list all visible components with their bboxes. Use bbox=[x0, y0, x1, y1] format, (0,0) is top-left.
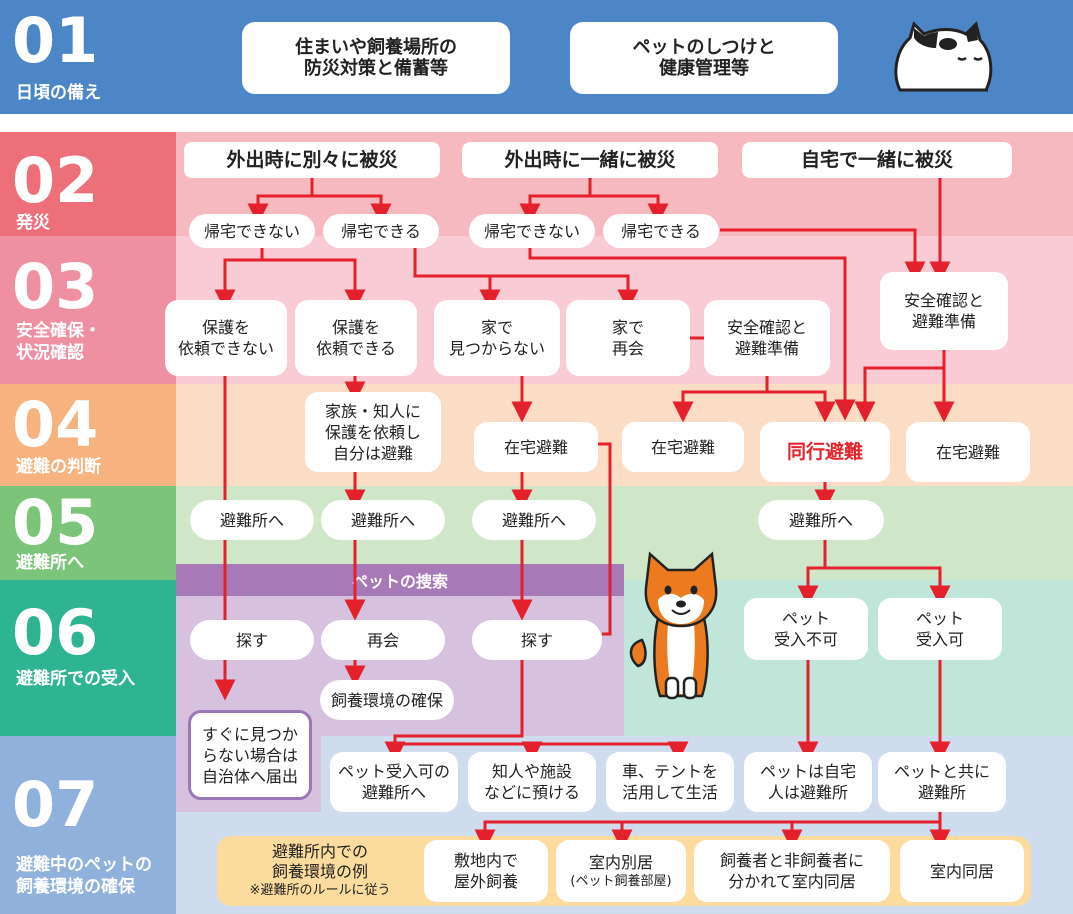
with-pet-shelter-box: ペットと共に 避難所 bbox=[878, 752, 1006, 812]
separate-room-label: 室内別居 bbox=[588, 852, 653, 872]
stage-number: 06 bbox=[12, 596, 99, 669]
search-band-title: ペットの捜索 bbox=[176, 564, 624, 596]
stage-number: 03 bbox=[12, 250, 99, 323]
scenario-together-out: 外出時に一緒に被災 bbox=[462, 142, 718, 178]
disaster-prep-box: 住まいや飼養場所の 防災対策と備蓄等 bbox=[242, 22, 510, 94]
stage-title: 避難の判断 bbox=[16, 457, 101, 477]
car-tent-box: 車、テントを 活用して生活 bbox=[606, 752, 734, 812]
to-shelter-box: 避難所へ bbox=[190, 500, 314, 540]
stage-number: 02 bbox=[12, 144, 99, 217]
stage-02-label: 02 発災 bbox=[0, 132, 176, 236]
shiba-dog-illustration bbox=[629, 551, 718, 700]
pet-friendly-shelter-box: ペット受入可の 避難所へ bbox=[330, 752, 458, 812]
pet-not-accepted-box: ペット 受入不可 bbox=[744, 598, 868, 660]
stage-03-label: 03 安全確保・ 状況確認 bbox=[0, 236, 176, 384]
entrust-pet-box: 知人や施設 などに預ける bbox=[468, 752, 596, 812]
stage-title: 日頃の備え bbox=[16, 83, 101, 103]
to-shelter-box: 避難所へ bbox=[758, 500, 884, 540]
examples-note: ※避難所のルールに従う bbox=[249, 883, 391, 898]
to-shelter-box: 避難所へ bbox=[321, 500, 445, 540]
stage-number: 05 bbox=[12, 486, 99, 559]
indoor-together-box: 室内同居 bbox=[900, 840, 1024, 902]
scenario-separate-out: 外出時に別々に被災 bbox=[184, 142, 440, 178]
cannot-return-box: 帰宅できない bbox=[189, 214, 315, 248]
can-return-box: 帰宅できる bbox=[603, 214, 719, 248]
stage-01-label: 01 日頃の備え bbox=[0, 0, 176, 114]
pet-accepted-box: ペット 受入可 bbox=[878, 598, 1002, 660]
safety-check-prep: 安全確認と 避難準備 bbox=[704, 300, 830, 376]
split-indoor-box: 飼養者と非飼養者に 分かれて室内同居 bbox=[694, 840, 890, 902]
outdoor-keeping-box: 敷地内で 屋外飼養 bbox=[424, 840, 548, 902]
safety-check-prep: 安全確認と 避難準備 bbox=[880, 272, 1008, 350]
stage-05-label: 05 避難所へ bbox=[0, 486, 176, 580]
cat-illustration bbox=[894, 21, 993, 92]
stage-title: 避難所へ bbox=[16, 553, 84, 573]
family-request-box: 家族・知人に 保護を依頼し 自分は避難 bbox=[305, 392, 441, 472]
stage-06-label: 06 避難所での受入 bbox=[0, 580, 176, 736]
stage-title: 避難所での受入 bbox=[16, 669, 135, 689]
stage-07-label: 07 避難中のペットの 飼養環境の確保 bbox=[0, 736, 176, 914]
examples-title-text: 避難所内での 飼養環境の例 bbox=[271, 842, 368, 881]
home-evacuation-box: 在宅避難 bbox=[622, 422, 744, 472]
stage-number: 01 bbox=[12, 4, 99, 77]
reunite-box: 再会 bbox=[321, 620, 445, 660]
cannot-request-protection: 保護を 依頼できない bbox=[165, 300, 287, 376]
pet-at-home-box: ペットは自宅 人は避難所 bbox=[744, 752, 872, 812]
stage-number: 07 bbox=[12, 768, 99, 841]
cannot-return-box: 帰宅できない bbox=[469, 214, 595, 248]
stage-01-band bbox=[0, 0, 1073, 114]
can-return-box: 帰宅できる bbox=[323, 214, 439, 248]
search-box: 探す bbox=[472, 620, 602, 660]
secure-environment-box: 飼養環境の確保 bbox=[320, 680, 454, 720]
reunite-at-home: 家で 再会 bbox=[566, 300, 690, 376]
examples-title: 避難所内での 飼養環境の例 ※避難所のルールに従う bbox=[222, 842, 418, 900]
stage-04-label: 04 避難の判断 bbox=[0, 384, 176, 486]
stage-title: 発災 bbox=[16, 213, 50, 233]
stage-number: 04 bbox=[12, 388, 99, 461]
separate-room-note: (ペット飼養部屋) bbox=[570, 873, 672, 889]
home-evacuation-box: 在宅避難 bbox=[474, 422, 598, 472]
notify-municipality-box: すぐに見つか らない場合は 自治体へ届出 bbox=[188, 710, 312, 800]
to-shelter-box: 避難所へ bbox=[472, 500, 596, 540]
stage-title: 避難中のペットの 飼養環境の確保 bbox=[16, 855, 152, 897]
accompanied-evacuation-box: 同行避難 bbox=[760, 422, 890, 482]
training-health-box: ペットのしつけと 健康管理等 bbox=[570, 22, 838, 94]
separate-room-box: 室内別居 (ペット飼養部屋) bbox=[556, 840, 686, 902]
not-found-at-home: 家で 見つからない bbox=[434, 300, 560, 376]
home-evacuation-box: 在宅避難 bbox=[906, 422, 1030, 482]
can-request-protection: 保護を 依頼できる bbox=[295, 300, 417, 376]
search-box: 探す bbox=[190, 620, 314, 660]
stage-title: 安全確保・ 状況確認 bbox=[16, 321, 101, 363]
scenario-together-home: 自宅で一緒に被災 bbox=[742, 142, 1012, 178]
